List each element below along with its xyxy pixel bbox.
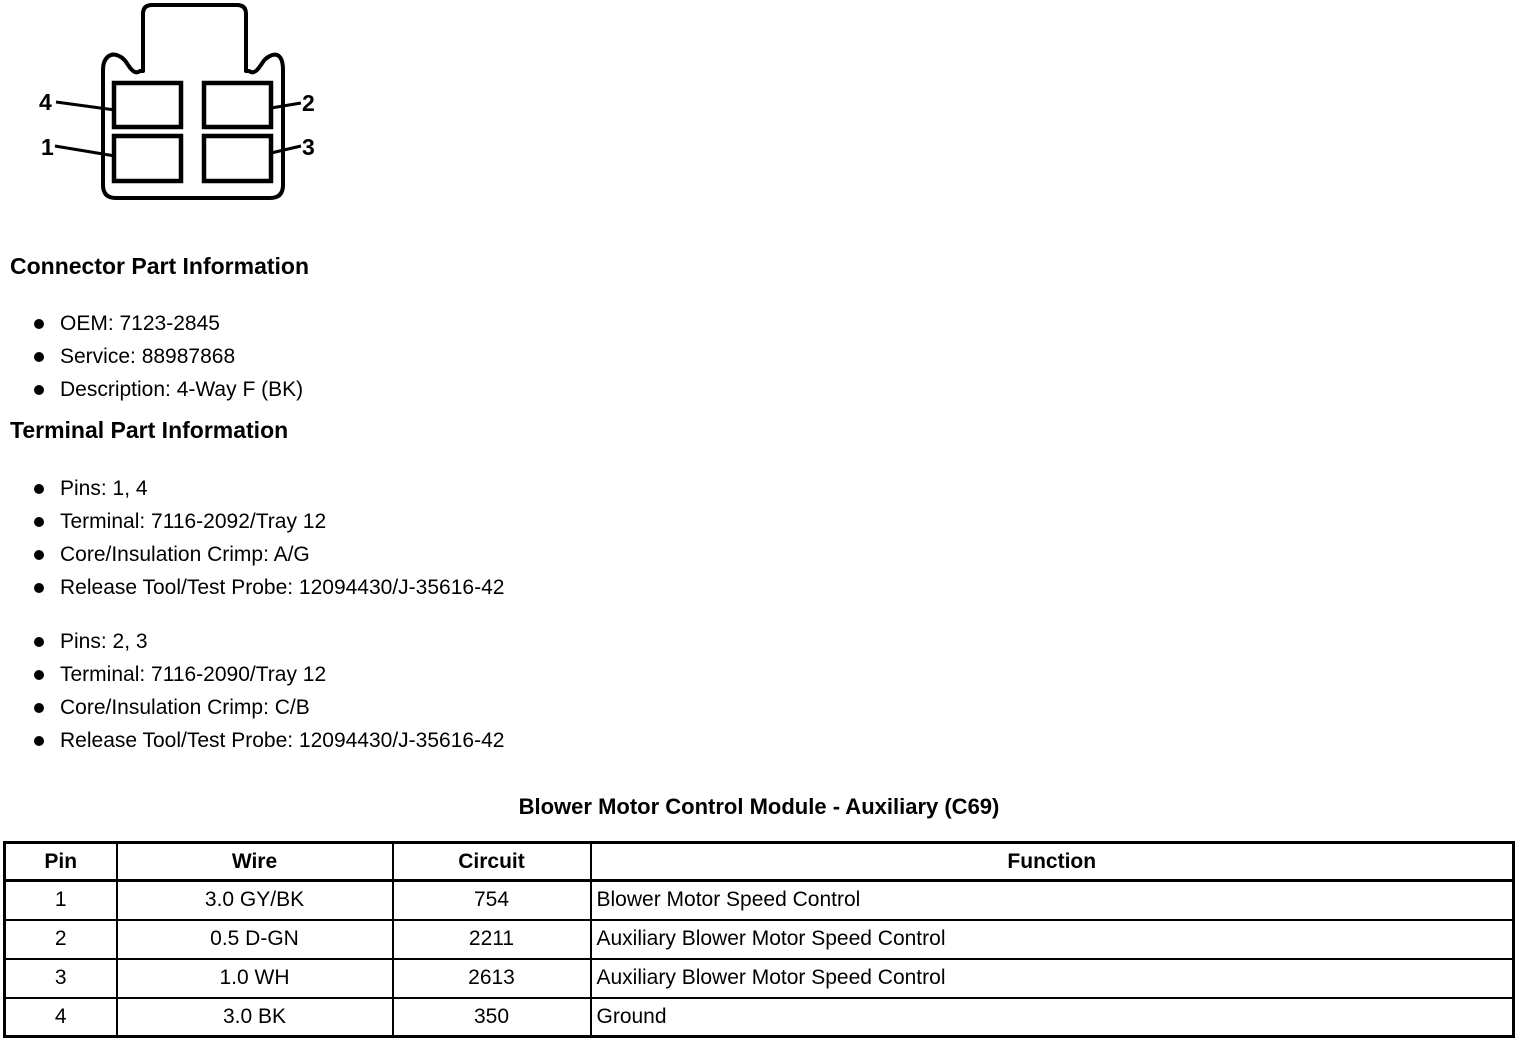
pin-label-2: 2	[302, 90, 315, 116]
wire-cell: 0.5 D-GN	[115, 918, 394, 960]
bullet-icon	[34, 319, 44, 329]
pinout-table: Pin Wire Circuit Function 1 3.0 GY/BK 75…	[3, 841, 1515, 1038]
pin-label-1: 1	[41, 134, 54, 160]
table-row: 1 3.0 GY/BK 754 Blower Motor Speed Contr…	[3, 879, 1515, 921]
list-item: Terminal: 7116-2090/Tray 12	[34, 658, 504, 691]
bullet-icon	[34, 385, 44, 395]
column-header-wire: Wire	[115, 841, 394, 882]
connector-diagram: 4 1 2 3	[39, 3, 315, 200]
connector-body-outline	[101, 3, 285, 200]
bullet-icon	[34, 670, 44, 680]
list-item: Pins: 2, 3	[34, 625, 504, 658]
bullet-icon	[34, 736, 44, 746]
terminal-part-information-list-pins-1-4: Pins: 1, 4 Terminal: 7116-2092/Tray 12 C…	[34, 472, 504, 604]
table-row: 2 0.5 D-GN 2211 Auxiliary Blower Motor S…	[3, 918, 1515, 960]
leader-line-pin4	[55, 100, 116, 112]
terminal-part-information-list-pins-2-3: Pins: 2, 3 Terminal: 7116-2090/Tray 12 C…	[34, 625, 504, 757]
list-item: Description: 4-Way F (BK)	[34, 373, 303, 406]
table-row: 3 1.0 WH 2613 Auxiliary Blower Motor Spe…	[3, 957, 1515, 999]
circuit-cell: 2613	[391, 957, 592, 999]
function-cell: Ground	[589, 996, 1515, 1038]
bullet-icon	[34, 637, 44, 647]
list-item-text: Core/Insulation Crimp: A/G	[60, 543, 310, 566]
wire-cell: 1.0 WH	[115, 957, 394, 999]
table-header-row: Pin Wire Circuit Function	[3, 841, 1515, 882]
bullet-icon	[34, 583, 44, 593]
circuit-cell: 754	[391, 879, 592, 921]
column-header-function: Function	[589, 841, 1515, 882]
pin-cavity-3	[201, 133, 274, 184]
list-item: Core/Insulation Crimp: A/G	[34, 538, 504, 571]
table-row: 4 3.0 BK 350 Ground	[3, 996, 1515, 1038]
list-item: Release Tool/Test Probe: 12094430/J-3561…	[34, 724, 504, 757]
list-item-text: Core/Insulation Crimp: C/B	[60, 696, 310, 719]
bullet-icon	[34, 352, 44, 362]
pinout-table-title: Blower Motor Control Module - Auxiliary …	[518, 794, 1000, 819]
list-item-text: Pins: 2, 3	[60, 630, 148, 653]
bullet-icon	[34, 517, 44, 527]
pin-cell: 4	[3, 996, 118, 1038]
list-item: Terminal: 7116-2092/Tray 12	[34, 505, 504, 538]
column-header-circuit: Circuit	[391, 841, 592, 882]
list-item: Release Tool/Test Probe: 12094430/J-3561…	[34, 571, 504, 604]
bullet-icon	[34, 550, 44, 560]
pin-cavity-4	[111, 80, 184, 130]
list-item-text: Service: 88987868	[60, 345, 236, 368]
list-item-text: Release Tool/Test Probe: 12094430/J-3561…	[60, 576, 505, 599]
function-cell: Blower Motor Speed Control	[589, 879, 1515, 921]
terminal-part-information-heading: Terminal Part Information	[10, 417, 289, 443]
pin-cavity-2	[201, 80, 274, 130]
leader-line-pin1	[54, 144, 116, 158]
connector-part-information-heading: Connector Part Information	[10, 253, 310, 279]
function-cell: Auxiliary Blower Motor Speed Control	[589, 918, 1515, 960]
leader-line-pin3	[270, 144, 302, 155]
leader-line-pin2	[270, 101, 302, 110]
column-header-pin: Pin	[3, 841, 118, 882]
pin-cavity-1	[111, 133, 184, 184]
connector-part-information-list: OEM: 7123-2845 Service: 88987868 Descrip…	[34, 307, 303, 406]
list-item-text: Pins: 1, 4	[60, 477, 148, 500]
pin-cell: 2	[3, 918, 118, 960]
list-item-text: Description: 4-Way F (BK)	[60, 378, 304, 401]
pin-cell: 1	[3, 879, 118, 921]
bullet-icon	[34, 484, 44, 494]
pin-cell: 3	[3, 957, 118, 999]
list-item-text: Release Tool/Test Probe: 12094430/J-3561…	[60, 729, 505, 752]
wire-cell: 3.0 GY/BK	[115, 879, 394, 921]
bullet-icon	[34, 703, 44, 713]
function-cell: Auxiliary Blower Motor Speed Control	[589, 957, 1515, 999]
pin-label-3: 3	[302, 134, 315, 160]
list-item: Core/Insulation Crimp: C/B	[34, 691, 504, 724]
wire-cell: 3.0 BK	[115, 996, 394, 1038]
circuit-cell: 2211	[391, 918, 592, 960]
list-item-text: Terminal: 7116-2092/Tray 12	[60, 510, 327, 533]
pin-label-4: 4	[39, 89, 52, 115]
circuit-cell: 350	[391, 996, 592, 1038]
list-item: Service: 88987868	[34, 340, 303, 373]
list-item: Pins: 1, 4	[34, 472, 504, 505]
list-item-text: OEM: 7123-2845	[60, 312, 220, 335]
list-item: OEM: 7123-2845	[34, 307, 303, 340]
list-item-text: Terminal: 7116-2090/Tray 12	[60, 663, 327, 686]
